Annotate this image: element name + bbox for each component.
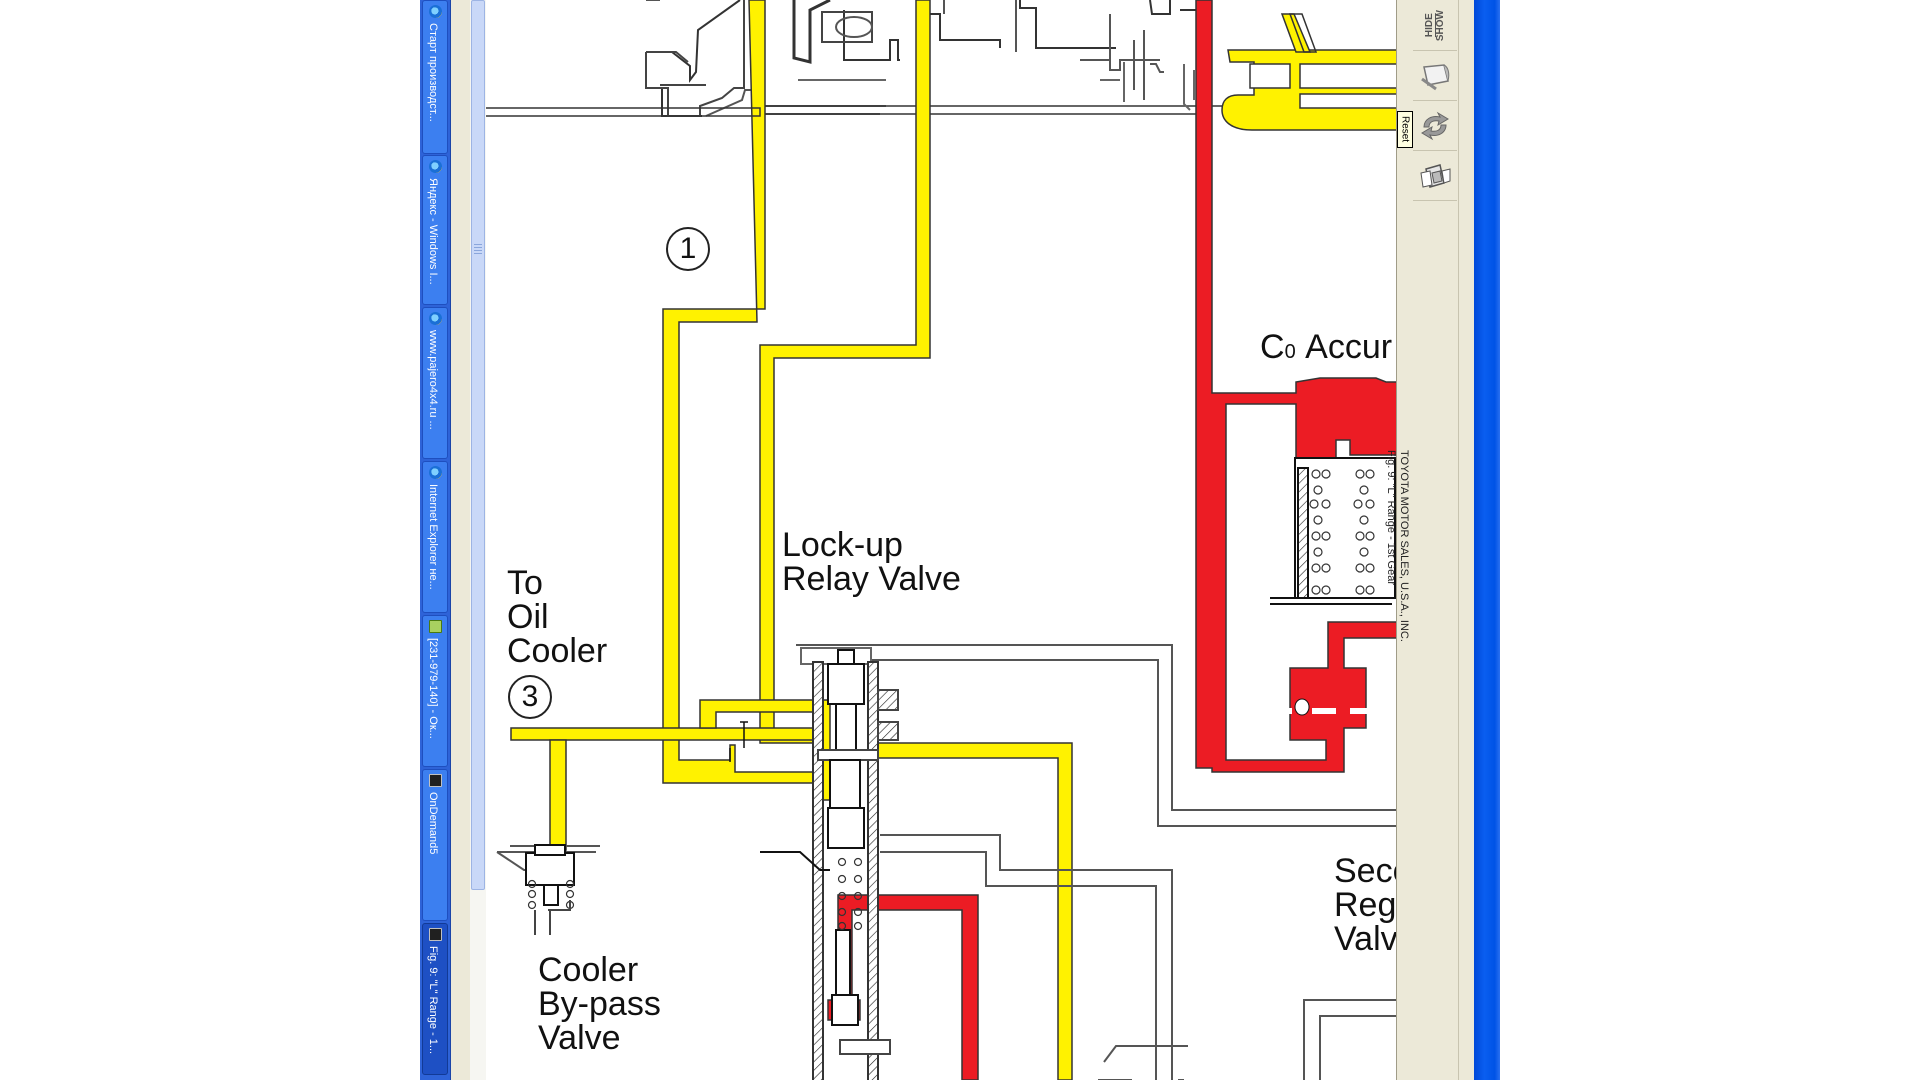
yellow-passage-1: [662, 0, 821, 784]
passage-number-text: 1: [679, 232, 697, 265]
label-line: Lock-up: [782, 526, 903, 564]
taskbar-item-ie[interactable]: Internet Explorer не...: [422, 461, 448, 613]
red-passage-c0-accumulator: [1195, 0, 1396, 773]
hide-show-button[interactable]: HIDE SHOW: [1413, 2, 1457, 51]
label-line: Seco: [1334, 852, 1396, 890]
label-line: Reg: [1334, 886, 1396, 924]
taskbar-item-spreadsheet[interactable]: [231-979-140] - Ок...: [422, 615, 448, 767]
taskbar-item-label: Старт производст...: [427, 23, 439, 122]
hide-label: HIDE: [1424, 14, 1435, 38]
hide-show-icon: HIDE SHOW: [1424, 10, 1446, 41]
caption-copyright: TOYOTA MOTOR SALES, U.S.A., INC.: [1398, 450, 1410, 642]
label-line: Relay Valve: [782, 560, 961, 598]
reset-tooltip: Reset: [1397, 111, 1413, 148]
label-subscript: 0: [1284, 341, 1296, 363]
label-line: Valv: [1334, 920, 1396, 958]
label-lockup-relay-valve: Lock-up Relay Valve: [782, 528, 961, 596]
annotate-button[interactable]: [1413, 52, 1457, 101]
toolbar-divider: [1458, 0, 1459, 1080]
caption-title: Fig. 9: "L" Range - 1st Gear: [1385, 450, 1397, 585]
ie-icon: [429, 466, 442, 479]
ie-icon: [429, 5, 442, 18]
passage-number-3: 3: [508, 675, 552, 719]
taskbar-item-yandex[interactable]: Яндекс - Windows I...: [422, 155, 448, 305]
ondemand-icon: [429, 928, 442, 941]
taskbar-item-ondemand[interactable]: OnDemand5: [422, 769, 448, 921]
yellow-passage-c0: [1221, 49, 1396, 131]
passage-number-1: 1: [666, 227, 710, 271]
label-cooler-bypass-valve: Cooler By-pass Valve: [538, 953, 661, 1055]
figure-caption: TOYOTA MOTOR SALES, U.S.A., INC. Fig. 9:…: [1384, 450, 1410, 642]
taskbar-item-fig9[interactable]: Fig. 9: "L" Range - 1...: [422, 923, 448, 1075]
tooltip-text: Reset: [1399, 116, 1411, 143]
taskbar-item-pajero[interactable]: www.pajero4x4.ru ...: [422, 307, 448, 459]
scrollbar-grip-icon: [474, 244, 482, 254]
scrollbar-thumb[interactable]: [471, 0, 485, 890]
notepad-pen-icon: [1421, 64, 1450, 91]
print-button[interactable]: [1413, 152, 1457, 201]
label-text: C: [1260, 328, 1285, 366]
reset-arrows-icon: [1421, 111, 1449, 141]
ie-icon: [429, 160, 442, 173]
yellow-passage-oil-cooler: [510, 727, 821, 741]
reset-button[interactable]: [1413, 102, 1457, 151]
printer-icon: [1420, 164, 1451, 188]
label-line: By-pass: [538, 985, 661, 1023]
taskbar-item-label: Яндекс - Windows I...: [427, 178, 439, 285]
label-secondary-regulator-valve: Seco Reg Valv: [1334, 854, 1396, 956]
diagram-svg: [486, 0, 1396, 1080]
hydraulic-diagram: 1 3 Lock-up Relay Valve To Oil Cooler Co…: [486, 0, 1396, 1080]
taskbar-item-label: [231-979-140] - Ок...: [427, 638, 439, 739]
spreadsheet-icon: [429, 620, 442, 633]
line-pressure-circuit: [827, 0, 1396, 1080]
show-label: SHOW: [1435, 10, 1446, 42]
label-line: Cooler: [507, 632, 608, 670]
taskbar-item-label: Internet Explorer не...: [427, 484, 439, 590]
taskbar-item-label: OnDemand5: [427, 792, 439, 855]
outline-part: [646, 0, 741, 83]
window-frame-left: [451, 0, 471, 1080]
taskbar: Старт производст... Яндекс - Windows I..…: [420, 0, 451, 1080]
ie-icon: [429, 312, 442, 325]
label-to-oil-cooler: To Oil Cooler: [507, 566, 607, 668]
taskbar-item-label: Fig. 9: "L" Range - 1...: [427, 946, 439, 1055]
window-frame-right: [1474, 0, 1500, 1080]
c0-accumulator: [1270, 457, 1396, 716]
label-line: Oil: [507, 598, 549, 636]
label-line: Cooler: [538, 951, 639, 989]
inactive-passages: [486, 0, 1396, 1080]
label-text: Accur: [1305, 328, 1393, 366]
cooler-bypass-valve: [496, 844, 600, 935]
label-line: Valve: [538, 1019, 621, 1057]
lockup-relay-valve: [729, 647, 899, 1080]
ondemand-icon: [429, 774, 442, 787]
taskbar-item-label: www.pajero4x4.ru ...: [427, 330, 439, 430]
yellow-passage-2: [759, 0, 931, 744]
passage-number-text: 3: [521, 680, 539, 713]
taskbar-item-start[interactable]: Старт производст...: [422, 0, 448, 154]
label-c0-accumulator: C0 Accur: [1260, 330, 1392, 369]
label-line: To: [507, 564, 543, 602]
